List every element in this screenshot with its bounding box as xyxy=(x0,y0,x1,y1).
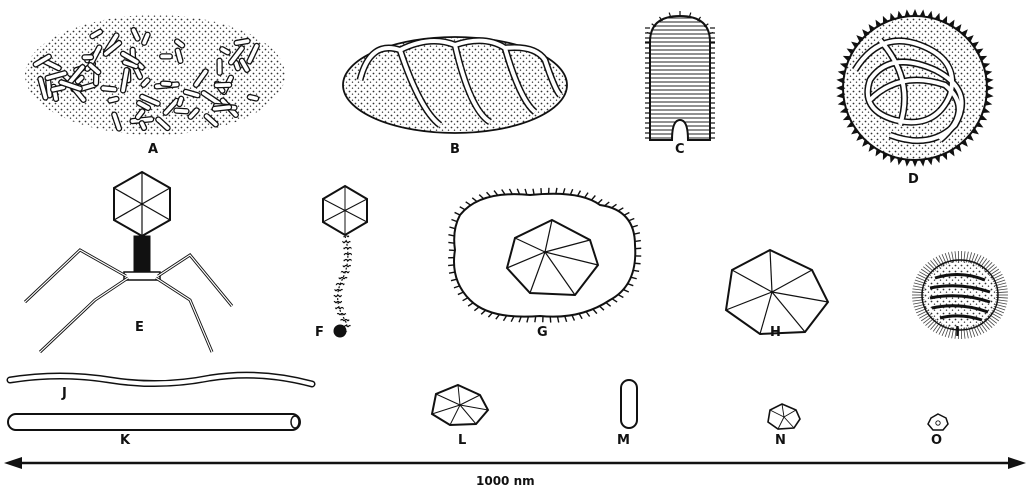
virus-h-icosahedron xyxy=(726,250,828,334)
label-l: L xyxy=(458,433,466,448)
virus-e-bacteriophage xyxy=(25,172,232,352)
label-d: D xyxy=(908,172,919,187)
label-k: K xyxy=(120,433,131,448)
label-h: H xyxy=(770,325,781,340)
label-i: I xyxy=(955,325,960,340)
virus-i-fringed-sphere xyxy=(912,251,1008,339)
virus-o-tiny-icosahedron xyxy=(928,414,948,430)
virus-k-rod xyxy=(8,414,300,430)
label-a: A xyxy=(148,142,158,157)
label-o: O xyxy=(931,433,942,448)
label-b: B xyxy=(450,142,460,157)
label-g: G xyxy=(537,325,548,340)
scale-arrow-left-icon xyxy=(4,457,22,469)
scale-arrow-right-icon xyxy=(1008,457,1026,469)
label-c: C xyxy=(675,142,685,157)
label-n: N xyxy=(775,433,786,448)
virus-b-helical-ovoid xyxy=(343,37,567,133)
label-e: E xyxy=(135,320,144,335)
virus-l-icosahedron xyxy=(432,385,488,425)
virus-j-filament xyxy=(10,375,312,384)
scale-bar: 1000 nm xyxy=(4,457,1026,488)
virus-n-small-icosahedron xyxy=(768,404,800,429)
virus-f-flexible-tail-phage xyxy=(323,186,367,337)
virus-g-enveloped-icosahedral xyxy=(448,188,641,323)
virus-a-rod-mass xyxy=(25,15,285,135)
virus-m-short-rod xyxy=(621,380,637,428)
label-m: M xyxy=(617,433,630,448)
virus-d-tangled-sphere xyxy=(836,9,994,167)
virus-c-bullet xyxy=(645,11,715,140)
label-j: J xyxy=(61,386,67,401)
label-f: F xyxy=(315,325,324,340)
scale-bar-label: 1000 nm xyxy=(476,474,535,488)
